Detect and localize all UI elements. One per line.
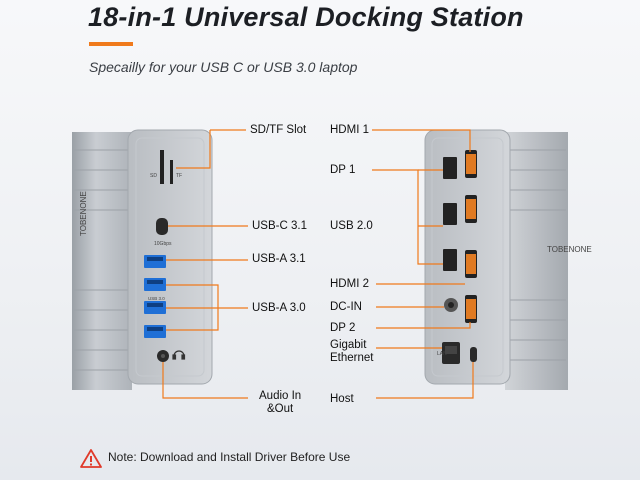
label-dp2: DP 2 xyxy=(330,322,356,334)
port-label-sd: SD xyxy=(150,173,157,179)
brand-right: TOBENONE xyxy=(547,245,592,254)
callout-lines xyxy=(162,129,474,399)
label-usb-a-31: USB-A 3.1 xyxy=(252,253,306,265)
label-host: Host xyxy=(330,393,354,405)
label-sdtf-slot: SD/TF Slot xyxy=(250,124,307,136)
title-accent-bar xyxy=(89,42,133,46)
label-ethernet: Gigabit Ethernet xyxy=(330,339,374,364)
port-label-10gbps: 10Gbps xyxy=(154,241,172,247)
label-hdmi1: HDMI 1 xyxy=(330,124,369,136)
warning-icon xyxy=(80,449,102,468)
label-usb20: USB 2.0 xyxy=(330,220,373,232)
port-label-tf: TF xyxy=(176,173,183,179)
subtitle: Specailly for your USB C or USB 3.0 lapt… xyxy=(89,59,358,75)
label-audio: Audio In &Out xyxy=(259,390,302,415)
driver-note: Note: Download and Install Driver Before… xyxy=(108,450,351,464)
right-dock-device xyxy=(424,129,568,390)
label-dp1: DP 1 xyxy=(330,164,356,176)
label-dc-in: DC-IN xyxy=(330,301,362,313)
label-hdmi2: HDMI 2 xyxy=(330,278,369,290)
brand-left: TOBENONE xyxy=(79,191,88,236)
label-usb-c-31: USB-C 3.1 xyxy=(252,220,307,232)
port-label-lan: LAN xyxy=(437,351,447,357)
headphone-icon xyxy=(172,350,186,360)
label-usb-a-30: USB-A 3.0 xyxy=(252,302,306,314)
left-dock-device xyxy=(72,129,213,390)
page-title: 18-in-1 Universal Docking Station xyxy=(88,2,524,32)
port-label-usb30: USB 3.0 xyxy=(148,296,165,301)
